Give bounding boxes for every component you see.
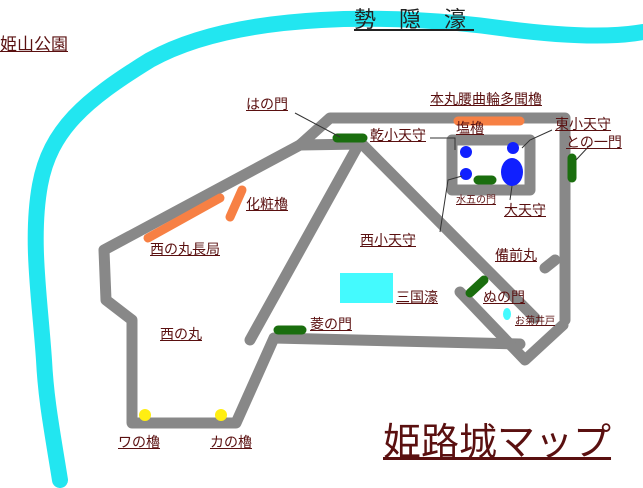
gate-nunomon: [465, 275, 489, 298]
leader-dai: [509, 185, 513, 201]
park-label: 姫山公園: [0, 35, 68, 55]
tenshu-nishi: [460, 168, 472, 180]
label-wanoyagura[interactable]: ワの櫓: [118, 435, 160, 451]
label-nishinomaru[interactable]: 西の丸: [160, 327, 202, 343]
moat-north-label: 勢 隠 濠: [354, 8, 474, 33]
label-sangokubori[interactable]: 三国濠: [396, 290, 438, 306]
path-inner-west: [244, 136, 366, 346]
tenshu-compound: [446, 134, 536, 196]
leader-hanomon: [294, 112, 341, 138]
label-daitenshu[interactable]: 大天守: [504, 203, 546, 219]
map-title: 姫路城マップ: [383, 420, 612, 464]
leader-higashi: [521, 129, 553, 149]
label-inui-kotenshu[interactable]: 乾小天守: [370, 128, 426, 144]
yagura-ka: [215, 409, 227, 421]
leader-nishi: [439, 175, 463, 233]
label-higashi-kotenshu[interactable]: 東小天守: [555, 117, 611, 133]
turret-keshoyagura: [225, 185, 247, 222]
path-diagonal-east: [354, 136, 541, 324]
label-nunomon[interactable]: ぬの門: [483, 290, 525, 306]
label-okikui[interactable]: お菊井戸: [515, 316, 555, 327]
well-okikui: [503, 308, 511, 320]
moat-north: [27, 10, 643, 488]
tenshu-dai: [501, 158, 523, 186]
path-north-loop: [294, 112, 571, 326]
pond-sangokubori: [340, 273, 393, 303]
label-nishi-kotenshu[interactable]: 西小天守: [360, 233, 416, 249]
yagura-wa: [139, 409, 151, 421]
label-tonoichimon[interactable]: との一門: [566, 135, 622, 151]
label-hishinomon[interactable]: 菱の門: [310, 317, 352, 333]
label-kanoyagura[interactable]: カの櫓: [210, 435, 252, 451]
turret-nishinomaru-nagatsubone: [143, 193, 225, 243]
leader-inui: [430, 137, 456, 150]
outer-wall-west: [98, 139, 526, 429]
label-nishinomaru-nagatsubone[interactable]: 西の丸長局: [150, 242, 220, 258]
label-shioyagura[interactable]: 塩櫓: [456, 121, 484, 137]
label-keshoyagura[interactable]: 化粧櫓: [246, 197, 288, 213]
label-bizenmaru[interactable]: 備前丸: [495, 248, 537, 264]
label-honmaru-koshi[interactable]: 本丸腰曲輪多聞櫓: [430, 92, 542, 108]
path-bizen: [539, 254, 561, 274]
label-suigomon[interactable]: 水五の門: [456, 195, 496, 206]
tenshu-higashi: [507, 142, 519, 154]
path-east: [454, 286, 569, 366]
label-hanomon[interactable]: はの門: [246, 97, 288, 113]
path-inner-north: [294, 138, 368, 151]
tenshu-inui: [460, 146, 472, 158]
leader-tonoichimon: [575, 144, 591, 161]
